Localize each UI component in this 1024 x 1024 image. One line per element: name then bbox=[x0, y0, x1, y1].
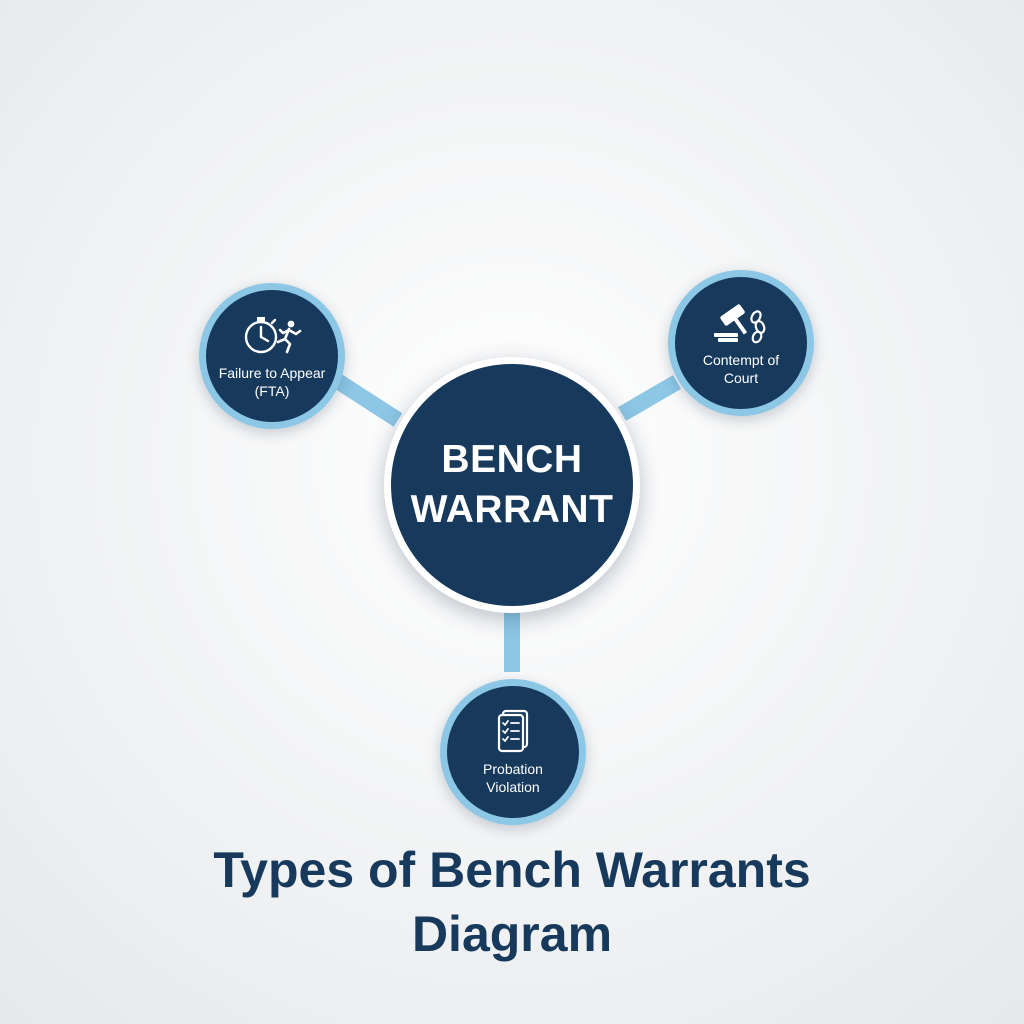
center-label: BENCH WARRANT bbox=[407, 435, 617, 535]
branch-label-contempt: Contempt of Court bbox=[681, 351, 801, 387]
diagram-title-line1: Types of Bench Warrants bbox=[213, 842, 811, 898]
connector-contempt bbox=[617, 375, 682, 421]
checklist-clipboard-icon bbox=[497, 709, 529, 753]
center-node-bench-warrant: BENCH WARRANT bbox=[384, 357, 640, 613]
gavel-chain-icon bbox=[714, 304, 766, 344]
branch-node-contempt-of-court: Contempt of Court bbox=[668, 270, 814, 416]
center-label-line1: BENCH bbox=[441, 438, 583, 481]
branch-label-contempt-line1: Contempt of bbox=[702, 352, 780, 368]
branch-node-failure-to-appear: Failure to Appear (FTA) bbox=[199, 283, 345, 429]
diagram-title: Types of Bench Warrants Diagram bbox=[112, 838, 912, 966]
branch-label-contempt-line2: Court bbox=[723, 370, 759, 386]
stopwatch-running-person-icon bbox=[244, 317, 302, 354]
branch-label-fta-line2: (FTA) bbox=[254, 383, 290, 399]
branch-label-probation: Probation Violation bbox=[453, 760, 573, 796]
branch-label-fta: Failure to Appear (FTA) bbox=[212, 364, 332, 400]
branch-node-probation-violation: Probation Violation bbox=[440, 679, 586, 825]
branch-label-probation-line2: Violation bbox=[486, 779, 540, 795]
branch-label-fta-line1: Failure to Appear bbox=[218, 365, 326, 381]
branch-label-probation-line1: Probation bbox=[483, 761, 543, 777]
center-label-line2: WARRANT bbox=[410, 488, 614, 531]
diagram-title-line2: Diagram bbox=[411, 906, 613, 962]
connector-fta bbox=[331, 373, 403, 427]
